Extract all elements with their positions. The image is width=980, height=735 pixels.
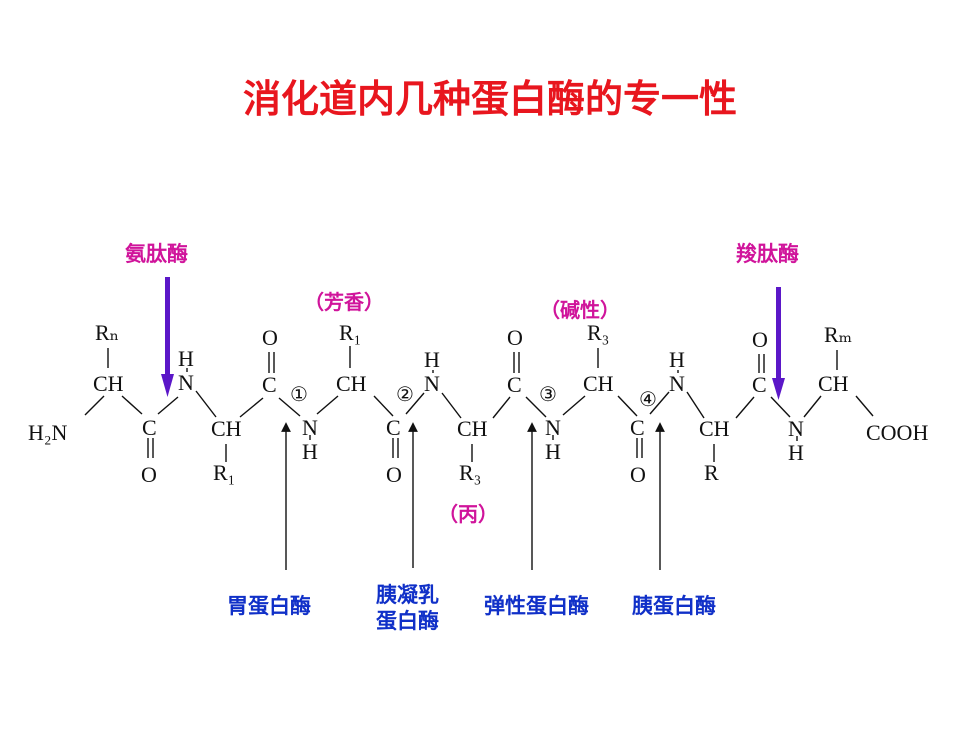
atom-h-5: H: [669, 347, 685, 372]
atom-c-5: C: [630, 415, 645, 440]
atom-ch-2: CH: [211, 416, 242, 441]
carboxypeptidase-arrow: [772, 287, 785, 400]
side-chain-rn: Rₙ: [95, 320, 119, 345]
atom-h-6: H: [788, 440, 804, 465]
pepsin-label: 胃蛋白酶: [227, 594, 311, 618]
atom-ch-7: CH: [818, 371, 849, 396]
atom-o-1: O: [141, 462, 157, 487]
bond-label-3: ③: [539, 384, 557, 406]
atom-ch-3: CH: [336, 371, 367, 396]
side-chain-r1-b: R₁: [339, 320, 361, 345]
atom-c-3: C: [386, 415, 401, 440]
atom-h-2: H: [302, 439, 318, 464]
atom-h-4: H: [545, 439, 561, 464]
trypsin-label: 胰蛋白酶: [632, 594, 716, 618]
atom-n-6: N: [788, 416, 804, 441]
atom-o-6: O: [752, 327, 768, 352]
atom-c-6: C: [752, 372, 767, 397]
bond-label-2: ②: [396, 384, 414, 406]
atom-h-3: H: [424, 347, 440, 372]
side-chain-rm: Rₘ: [824, 322, 852, 347]
chymotrypsin-label: 胰凝乳蛋白酶: [376, 583, 439, 633]
aminopeptidase-arrow: [161, 277, 174, 397]
atom-ch-1: CH: [93, 371, 124, 396]
atom-n-3: N: [424, 371, 440, 396]
atom-n-2: N: [302, 415, 318, 440]
side-chain-r: R: [704, 460, 719, 485]
elastase-label: 弹性蛋白酶: [484, 594, 589, 618]
specificity-basic-label: （碱性）: [540, 298, 620, 322]
side-chain-r3-b: R₃: [587, 320, 609, 345]
atom-ch-6: CH: [699, 416, 730, 441]
backbone-bonds: [84, 346, 874, 462]
atom-h2n: H₂N: [28, 420, 68, 445]
side-chain-r3-a: R₃: [459, 460, 481, 485]
specificity-aromatic-label: （芳香）: [304, 290, 384, 314]
carboxypeptidase-label: 羧肽酶: [736, 242, 799, 266]
atom-n-5: N: [669, 371, 685, 396]
side-chain-r1-a: R₁: [213, 460, 235, 485]
atom-n-4: N: [545, 415, 561, 440]
atom-c-1: C: [142, 415, 157, 440]
atom-o-3: O: [386, 462, 402, 487]
bond-label-1: ①: [290, 384, 308, 406]
atom-cooh: COOH: [866, 420, 928, 445]
aminopeptidase-label: 氨肽酶: [125, 242, 188, 266]
bond-label-4: ④: [639, 389, 657, 411]
specificity-alanine-label: （丙）: [438, 502, 498, 526]
atom-ch-4: CH: [457, 416, 488, 441]
atom-h-1: H: [178, 346, 194, 371]
atom-o-2: O: [262, 325, 278, 350]
atom-o-5: O: [630, 462, 646, 487]
atom-c-4: C: [507, 372, 522, 397]
atom-n-1: N: [178, 370, 194, 395]
atom-ch-5: CH: [583, 371, 614, 396]
atom-o-4: O: [507, 325, 523, 350]
page-title: 消化道内几种蛋白酶的专一性: [242, 76, 737, 121]
atom-c-2: C: [262, 372, 277, 397]
